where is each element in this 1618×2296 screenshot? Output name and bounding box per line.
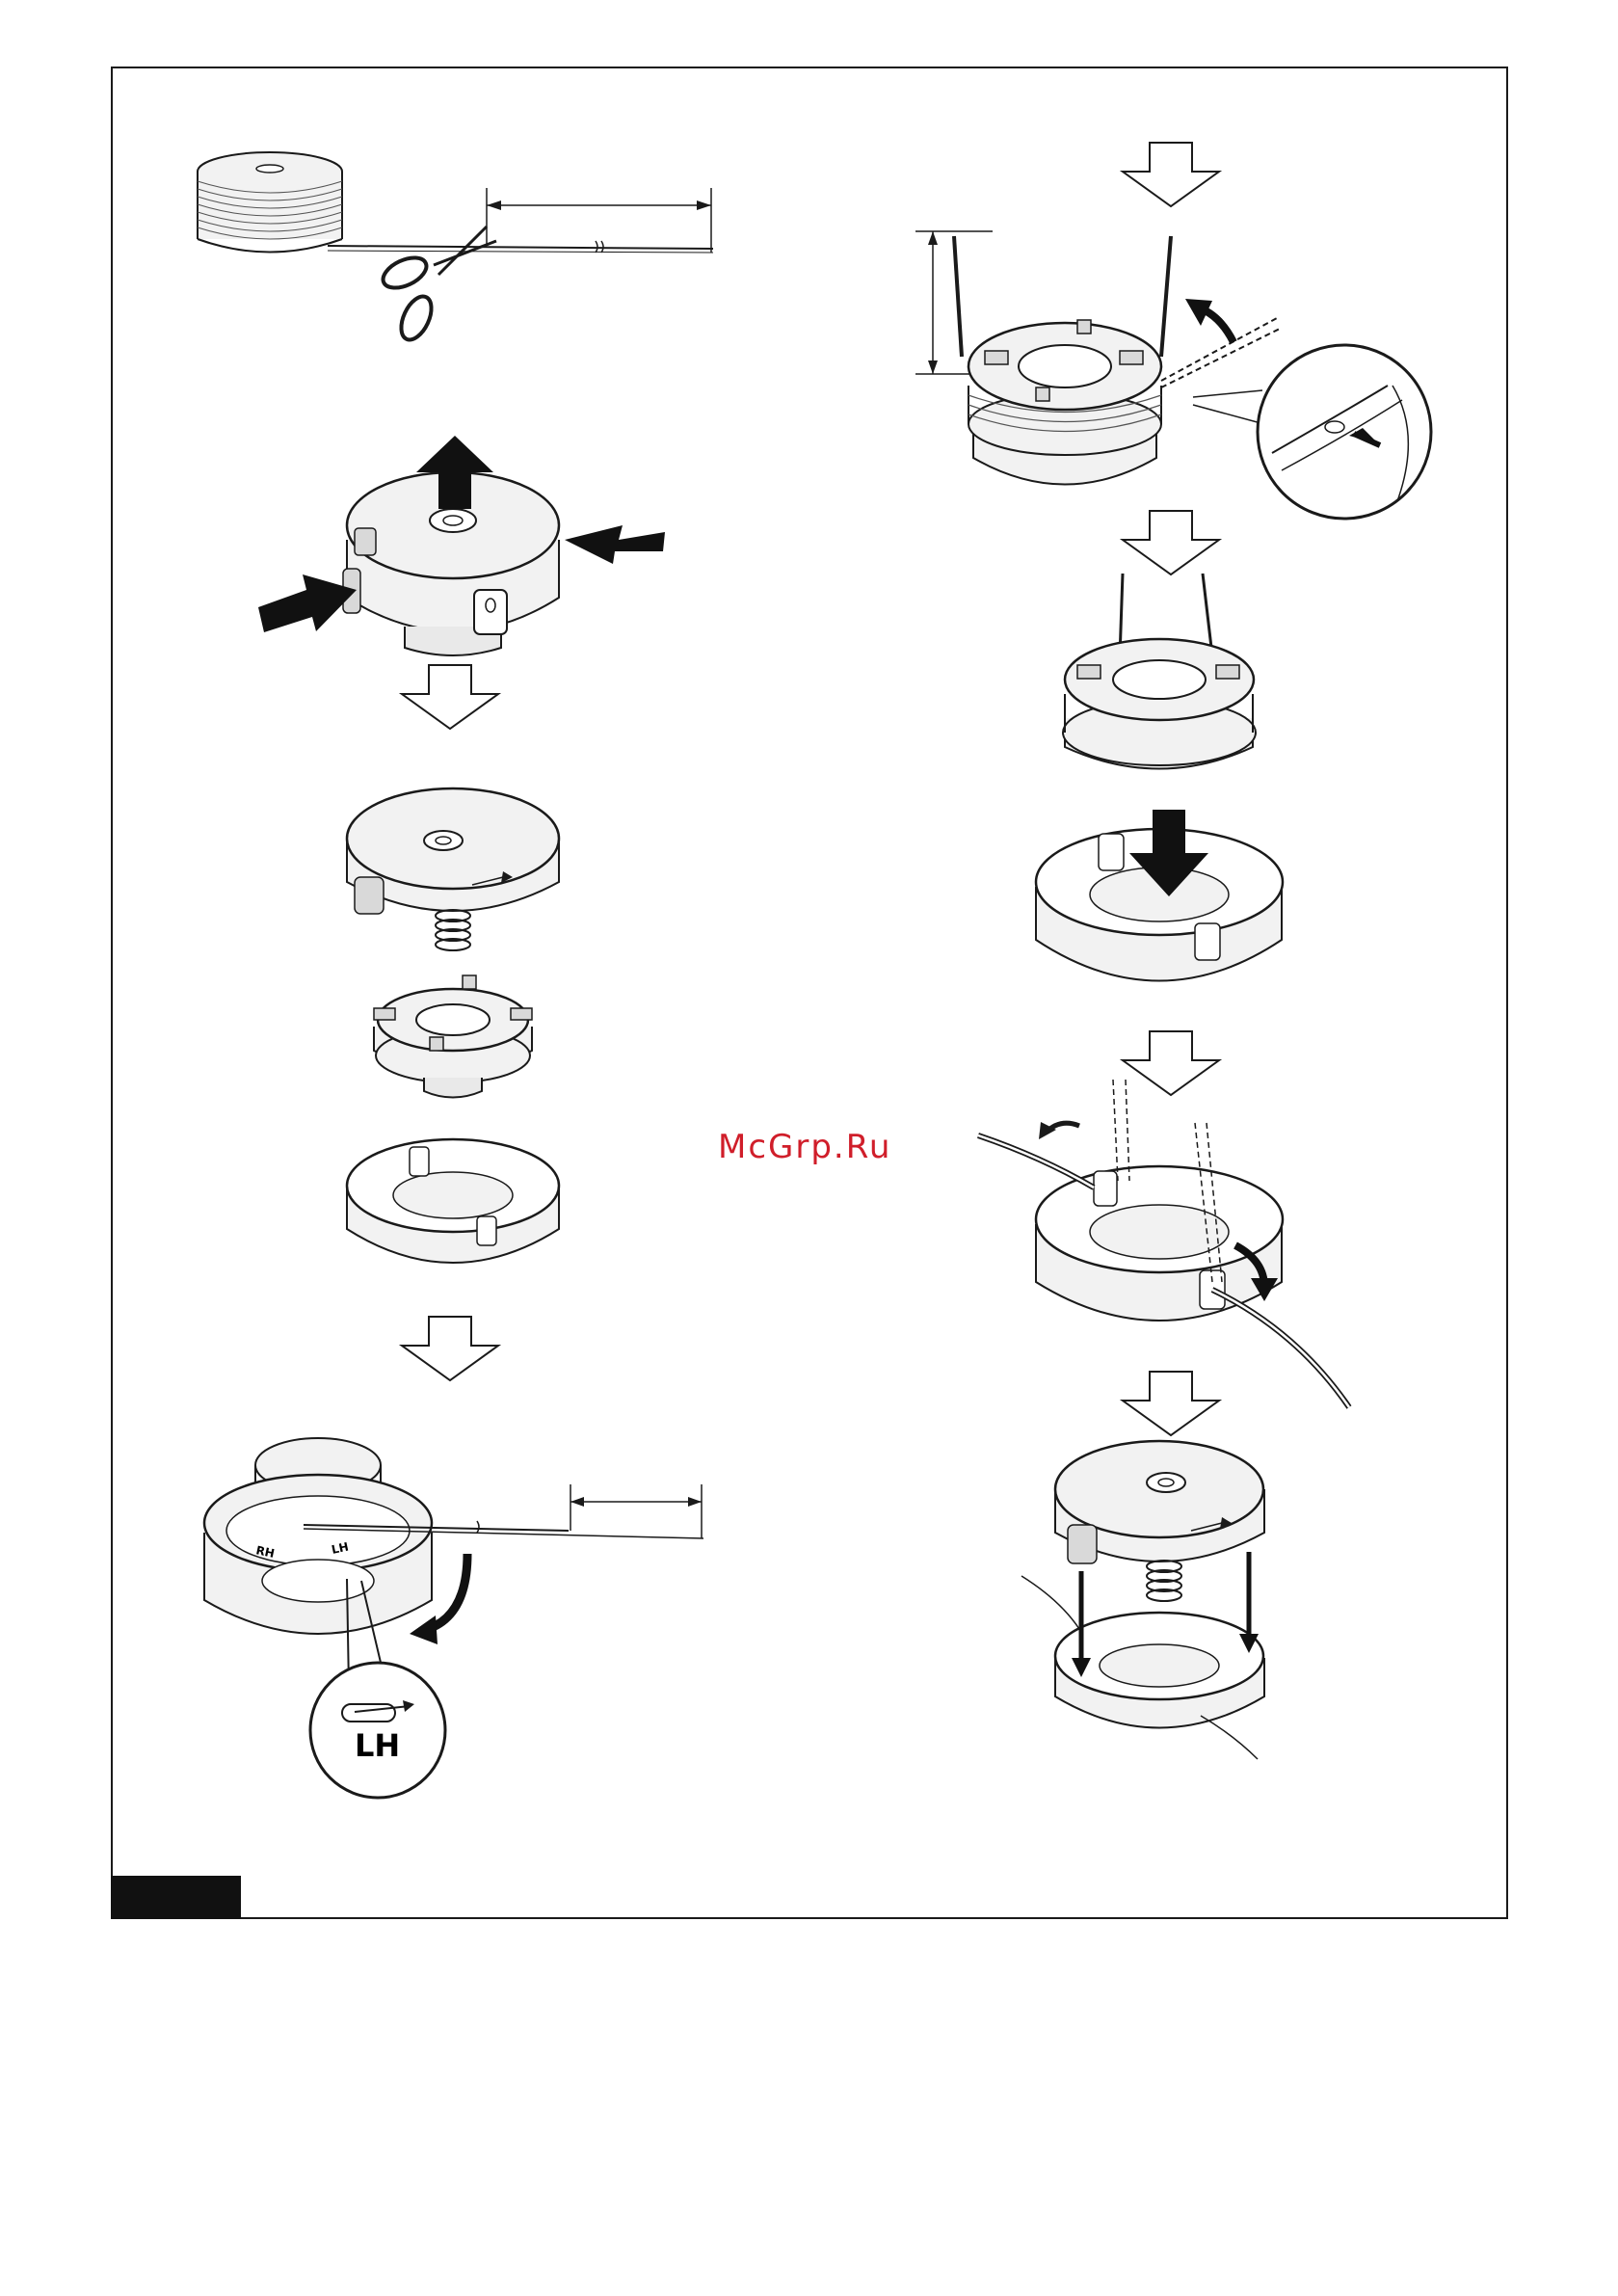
line-spool-with-ends bbox=[954, 236, 1282, 485]
scissors-icon bbox=[379, 227, 496, 344]
step-down-arrow-icon bbox=[1123, 1372, 1219, 1435]
step-down-arrow-icon bbox=[1123, 1031, 1219, 1095]
dimension-arrow-icon bbox=[487, 188, 711, 253]
trimmer-base-with-line bbox=[1021, 1576, 1264, 1759]
spring-icon bbox=[436, 910, 470, 950]
step-down-arrow-icon bbox=[402, 665, 498, 729]
spring-icon bbox=[1147, 1561, 1181, 1601]
trimmer-base bbox=[347, 1139, 559, 1263]
trimmer-cap bbox=[347, 788, 559, 914]
step-down-arrow-icon bbox=[1123, 511, 1219, 574]
step-down-arrow-icon bbox=[1123, 143, 1219, 206]
rotate-arrow-icon bbox=[1185, 299, 1233, 342]
line-spool-icon bbox=[198, 152, 713, 253]
line-spool-drop bbox=[1063, 574, 1256, 769]
magnifier-callout-icon bbox=[1193, 345, 1431, 519]
trimmer-cap bbox=[1055, 1441, 1264, 1563]
step-down-arrow-icon bbox=[402, 1317, 498, 1380]
line-spool bbox=[374, 975, 532, 1098]
lh-zoom-label: LH bbox=[355, 1727, 400, 1764]
trimmer-base-with-line bbox=[978, 1080, 1349, 1407]
